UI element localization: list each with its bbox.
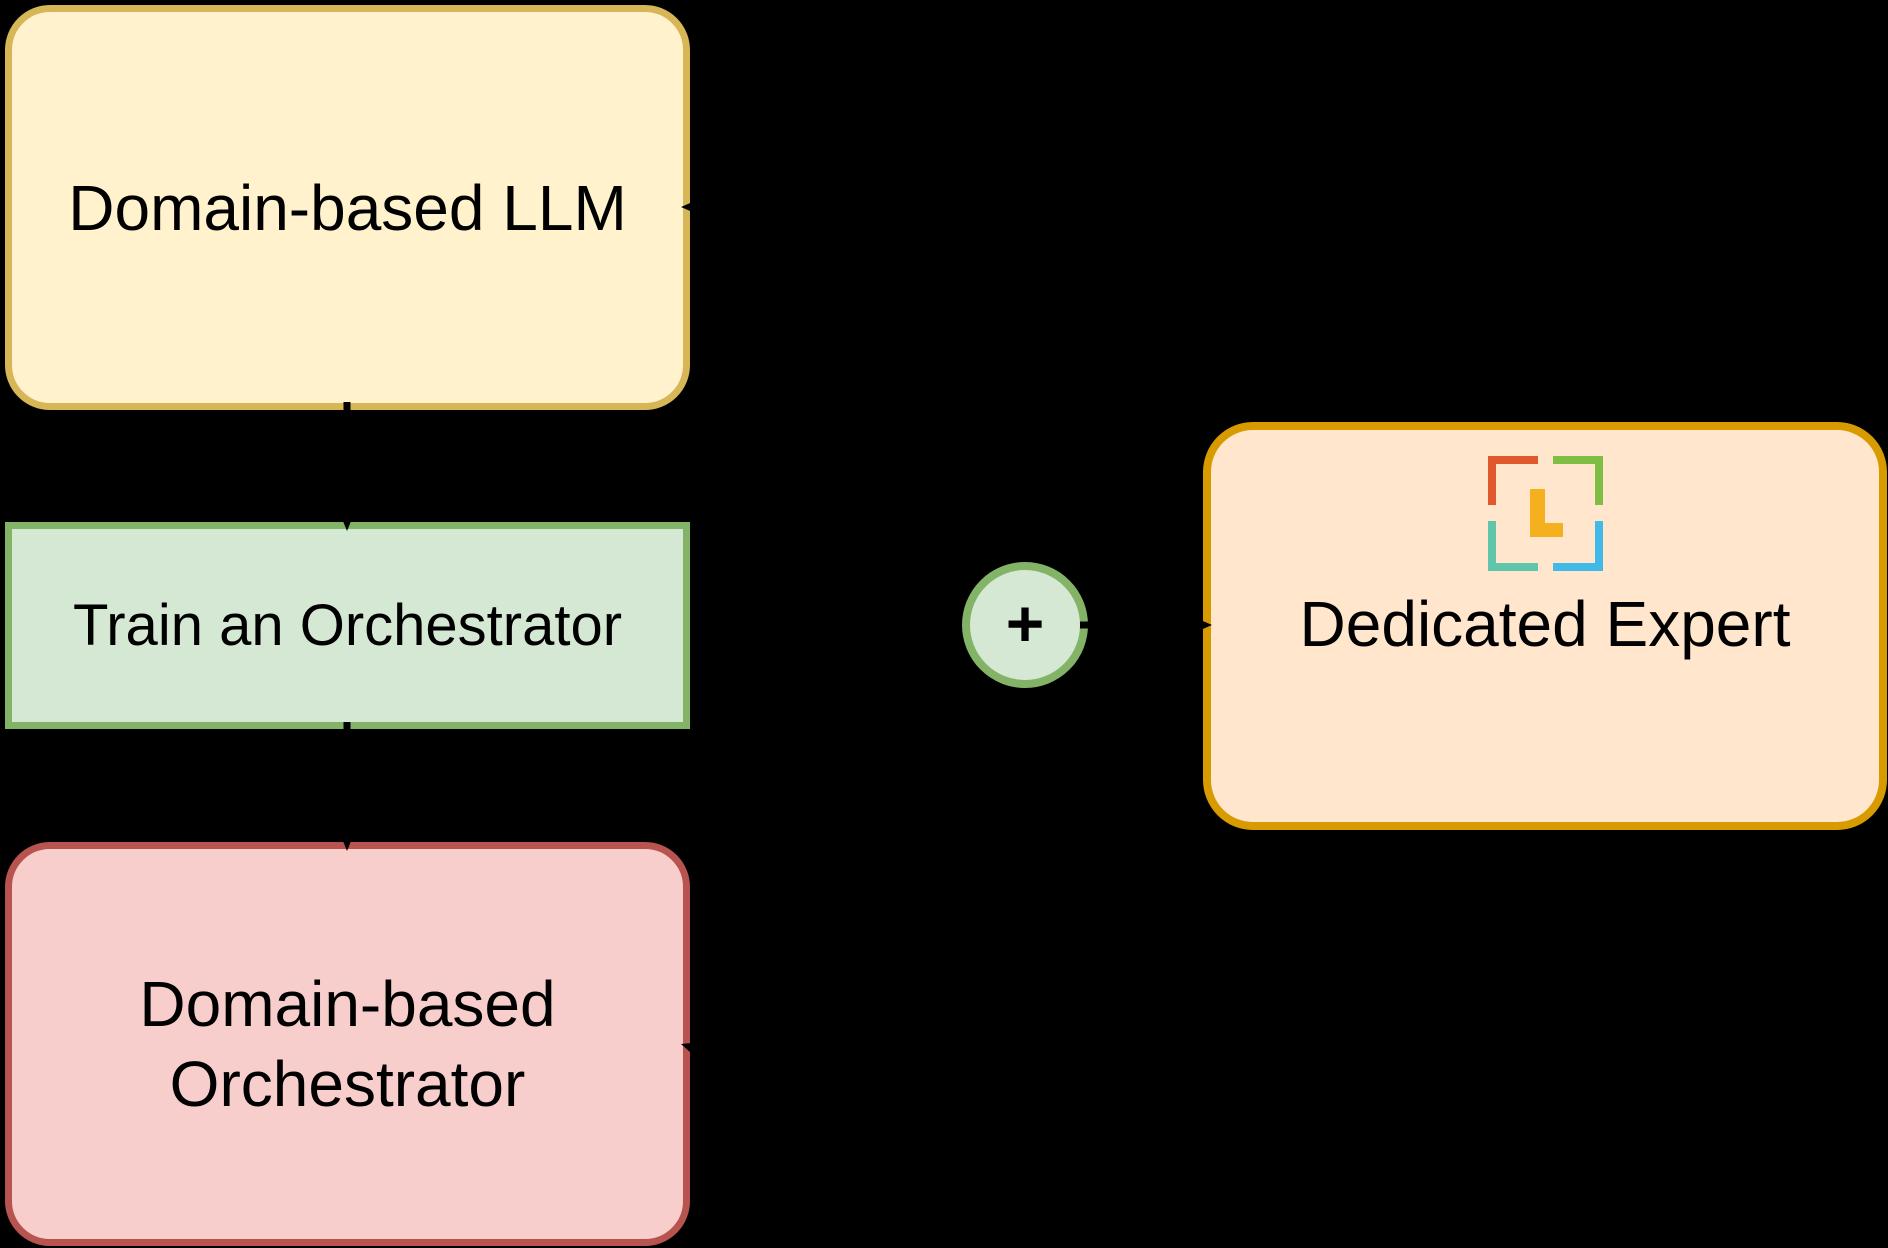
node-dedicated-expert: Dedicated Expert [1203, 422, 1887, 830]
l-brackets-logo-icon [1487, 456, 1603, 571]
node-domain-based-orchestrator-label: Domain-based Orchestrator [139, 968, 556, 1120]
logo-bracket-bottom-right [1552, 521, 1603, 571]
logo-bracket-top-right [1552, 456, 1603, 505]
plus-circle-node: + [962, 562, 1088, 688]
logo-bracket-bottom-left [1487, 521, 1538, 571]
plus-icon: + [1005, 586, 1045, 660]
node-dedicated-expert-label: Dedicated Expert [1299, 588, 1791, 660]
node-train-an-orchestrator-label: Train an Orchestrator [72, 593, 623, 658]
node-domain-based-llm: Domain-based LLM [5, 5, 690, 410]
node-domain-based-llm-label: Domain-based LLM [68, 171, 627, 244]
node-domain-based-orchestrator: Domain-based Orchestrator [5, 842, 690, 1246]
node-train-an-orchestrator: Train an Orchestrator [5, 522, 690, 729]
logo-bracket-top-left [1487, 456, 1538, 505]
logo-letter-l [1529, 489, 1563, 537]
